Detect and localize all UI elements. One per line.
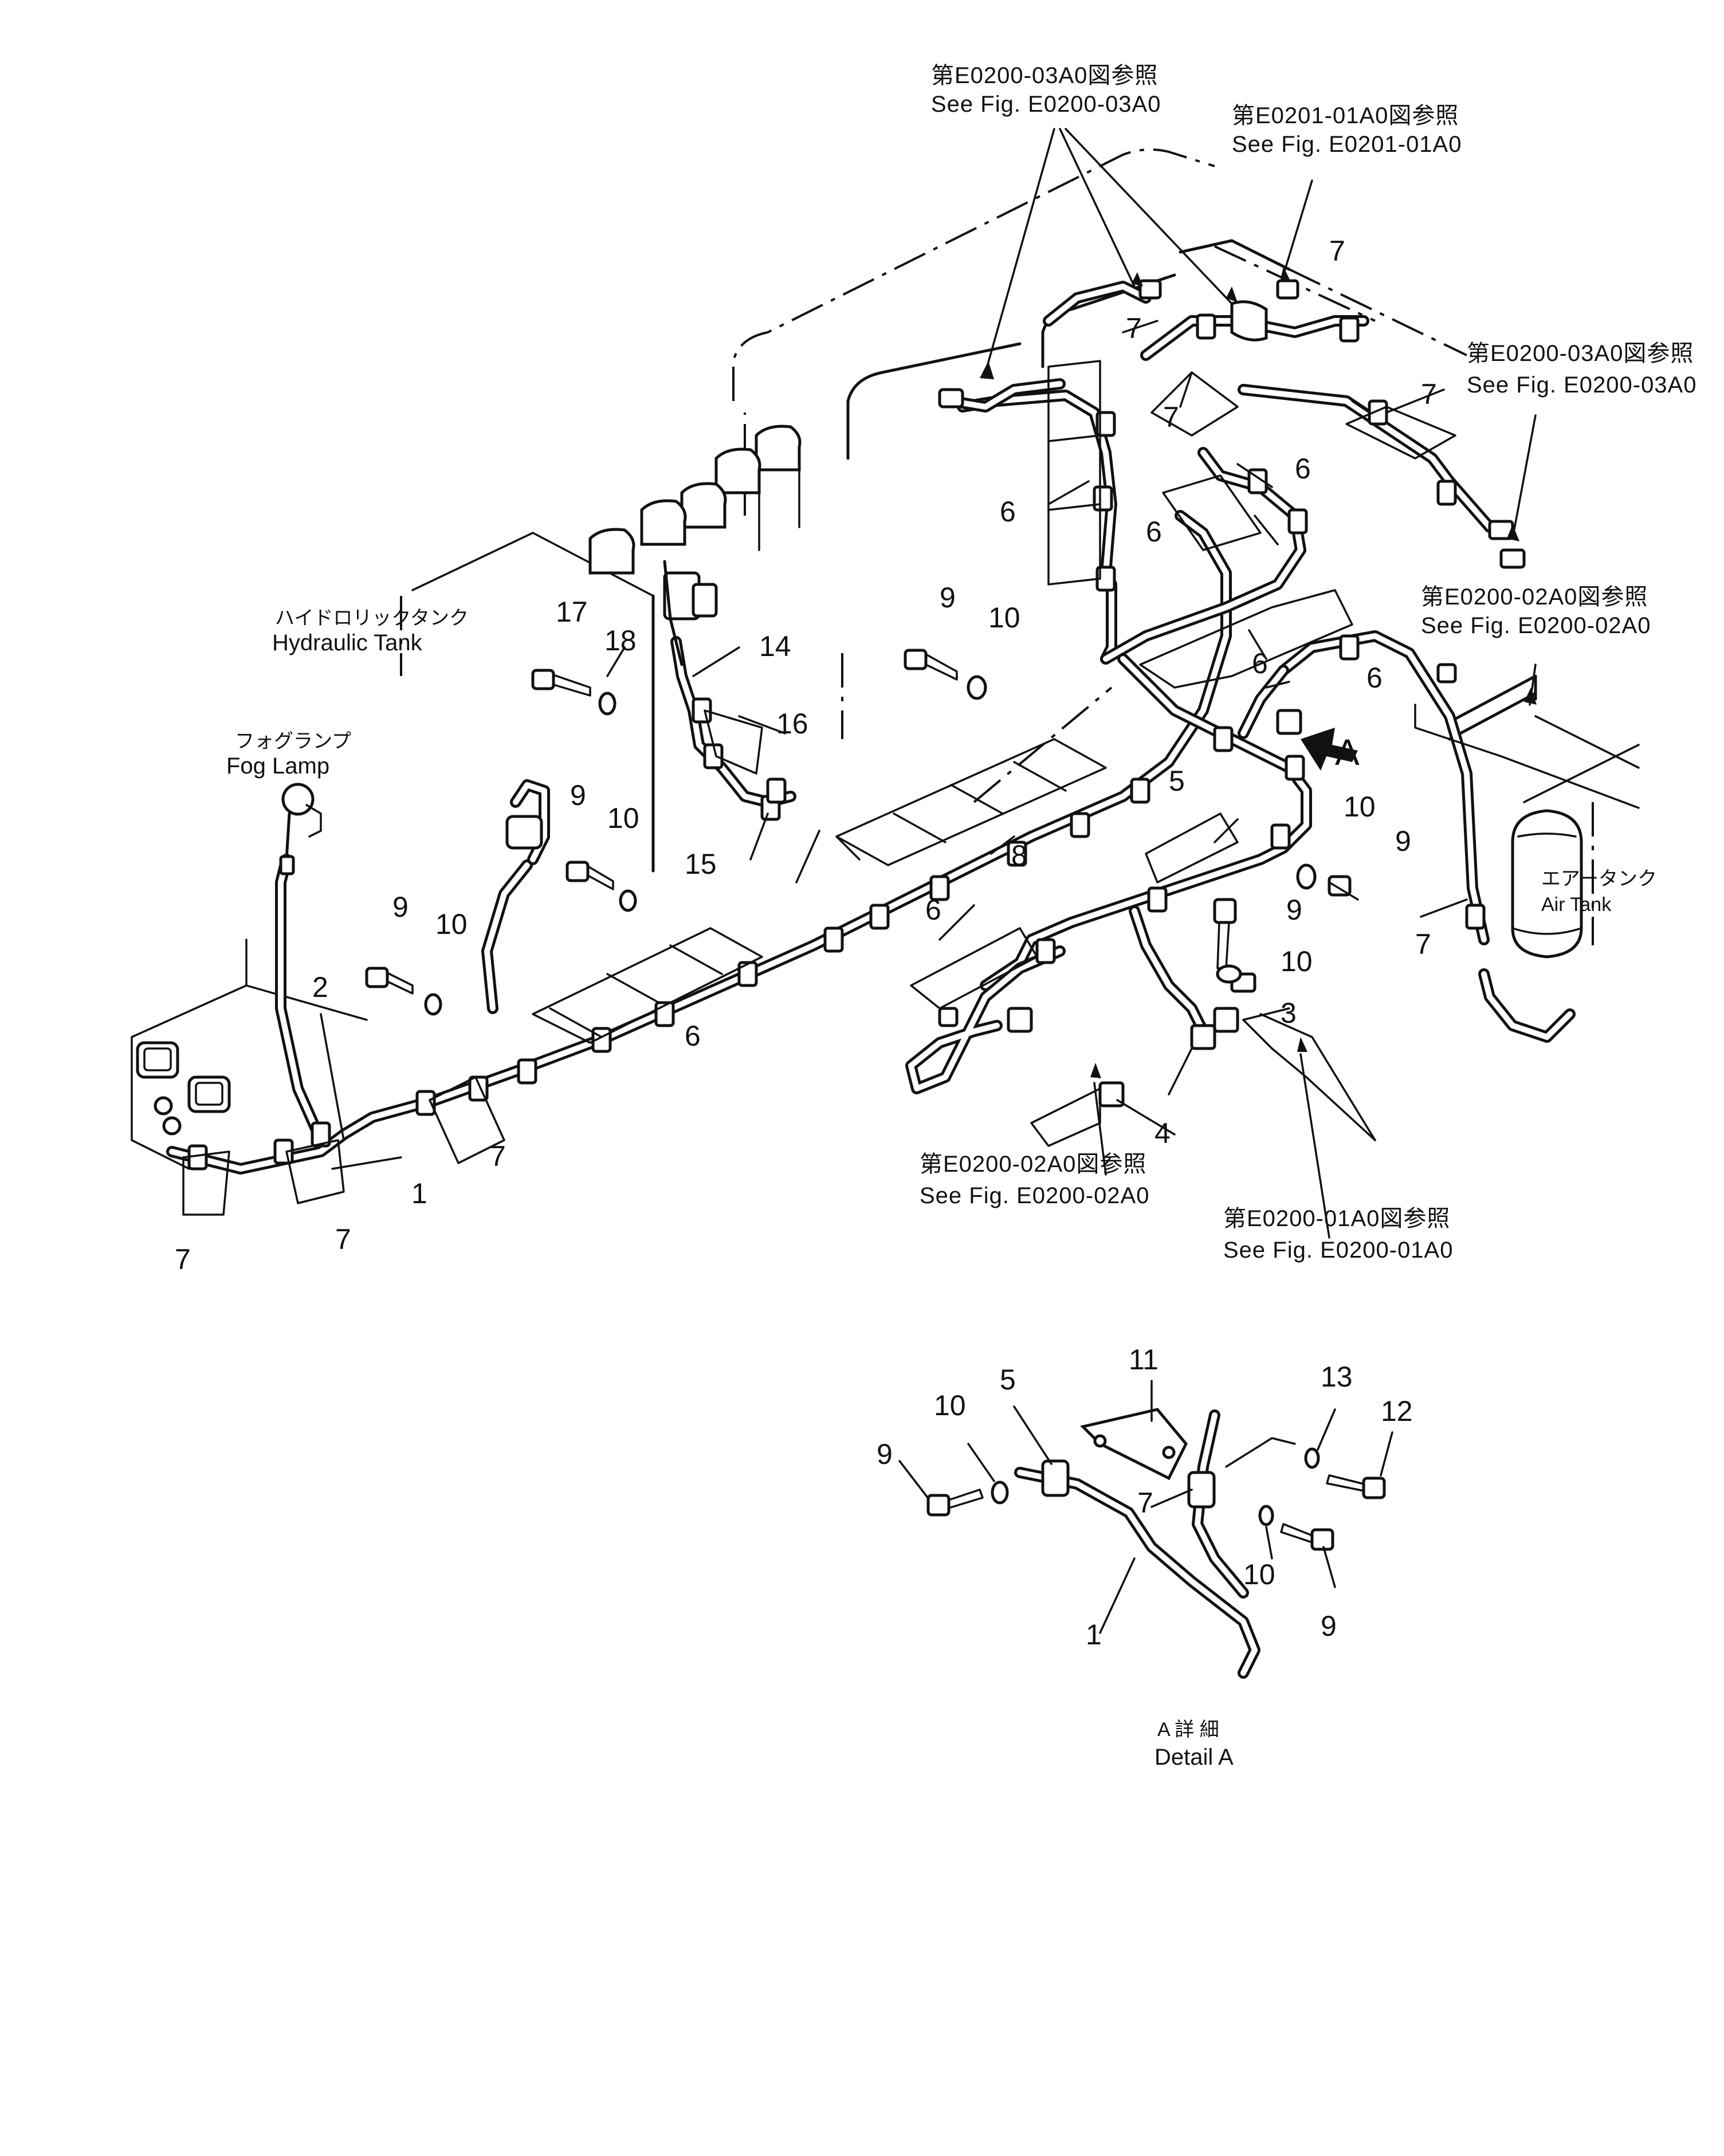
callout-16: 16 — [776, 708, 808, 740]
detail-callout-10a: 10 — [934, 1389, 966, 1421]
callout-6d: 6 — [1295, 453, 1311, 485]
reference-labels: 第E0200-03A0図参照 See Fig. E0200-03A0 第E020… — [920, 63, 1696, 1263]
callout-9c: 9 — [392, 891, 409, 923]
hydraulic-tank-label-en: Hydraulic Tank — [272, 630, 423, 655]
ref-bottom-center-jp: 第E0200-02A0図参照 — [920, 1152, 1146, 1177]
detail-callout-13: 13 — [1321, 1361, 1353, 1393]
connectors — [505, 279, 1640, 1141]
fog-lamp-label-jp: フォグランプ — [235, 731, 351, 752]
ref-right-upper-jp: 第E0200-03A0図参照 — [1467, 341, 1694, 366]
detail-a-drawing — [898, 1380, 1393, 1679]
callout-15: 15 — [685, 848, 717, 880]
callout-9a: 9 — [940, 582, 956, 614]
callout-9e: 9 — [1395, 825, 1411, 857]
ref-right-middle-jp: 第E0200-02A0図参照 — [1421, 584, 1648, 610]
label-panels — [182, 360, 1456, 1216]
callout-14: 14 — [759, 630, 791, 662]
detail-a-title-en: Detail A — [1154, 1745, 1234, 1770]
callout-6b: 6 — [685, 1020, 701, 1052]
callout-9b: 9 — [570, 779, 586, 811]
callout-6c: 6 — [1000, 496, 1016, 528]
air-tank — [1511, 809, 1583, 959]
callout-10a: 10 — [988, 602, 1020, 634]
callout-1: 1 — [411, 1177, 427, 1209]
callout-2: 2 — [312, 971, 328, 1003]
callout-6f: 6 — [1252, 647, 1268, 680]
machine-body-outline — [131, 148, 1640, 1170]
ref-top-center-en: See Fig. E0200-03A0 — [931, 92, 1161, 117]
component-labels: ハイドロリックタンク Hydraulic Tank フォグランプ Fog Lam… — [226, 607, 1657, 1770]
ref-right-upper-en: See Fig. E0200-03A0 — [1467, 372, 1696, 398]
ref-top-right-en: See Fig. E0201-01A0 — [1232, 132, 1462, 157]
callout-7c: 7 — [335, 1223, 351, 1255]
direction-arrows — [980, 266, 1537, 1078]
rear-combination-lights — [136, 1041, 231, 1136]
detail-callout-7: 7 — [1137, 1487, 1153, 1519]
ref-right-middle-en: See Fig. E0200-02A0 — [1421, 613, 1651, 638]
callout-6g: 6 — [1366, 662, 1383, 694]
callout-7a: 7 — [490, 1140, 506, 1172]
detail-callout-5: 5 — [1000, 1364, 1016, 1396]
leader-lines — [320, 128, 1537, 1239]
detail-callout-10b: 10 — [1243, 1558, 1275, 1591]
callout-7e: 7 — [1163, 401, 1179, 433]
air-filter-cluster — [588, 425, 802, 575]
air-tank-label-jp: エアータンク — [1541, 868, 1657, 890]
callout-10d: 10 — [1281, 945, 1313, 977]
callout-10e: 10 — [1344, 791, 1376, 823]
callout-7h: 7 — [1415, 928, 1431, 960]
fog-lamp-label-en: Fog Lamp — [226, 753, 329, 779]
ref-bottom-right-en: See Fig. E0200-01A0 — [1223, 1238, 1453, 1263]
callout-4: 4 — [1154, 1117, 1171, 1149]
callout-17: 17 — [556, 596, 588, 628]
detail-callout-12: 12 — [1381, 1395, 1413, 1427]
callout-18: 18 — [604, 625, 637, 657]
bolts-and-washers — [365, 649, 1359, 1016]
callout-7d: 7 — [1126, 312, 1142, 344]
callout-5: 5 — [1169, 765, 1185, 797]
callout-10b: 10 — [607, 802, 639, 834]
callout-10c: 10 — [435, 908, 468, 940]
ref-top-center-jp: 第E0200-03A0図参照 — [931, 63, 1158, 88]
fog-lamp-assembly — [279, 783, 322, 875]
air-tank-label-en: Air Tank — [1541, 894, 1612, 916]
callout-7b: 7 — [175, 1243, 191, 1275]
harness-clips — [187, 313, 1486, 1171]
detail-callout-9a: 9 — [877, 1438, 893, 1470]
detail-a-title-jp: A 詳 細 — [1157, 1719, 1219, 1741]
part-callouts: 1 2 3 4 5 6 6 6 6 6 6 6 7 7 7 7 7 7 7 7 … — [175, 235, 1437, 1651]
ref-bottom-right-jp: 第E0200-01A0図参照 — [1223, 1206, 1450, 1231]
ref-bottom-center-en: See Fig. E0200-02A0 — [920, 1183, 1149, 1208]
detail-callout-11: 11 — [1129, 1344, 1159, 1376]
ref-top-right-jp: 第E0201-01A0図参照 — [1232, 103, 1459, 128]
callout-6a: 6 — [925, 894, 941, 926]
detail-callout-9b: 9 — [1321, 1610, 1337, 1642]
hydraulic-tank-label-jp: ハイドロリックタンク — [275, 607, 469, 629]
detail-callout-1: 1 — [1086, 1619, 1102, 1651]
callout-7g: 7 — [1421, 378, 1437, 410]
callout-8: 8 — [1011, 839, 1027, 871]
callout-6e: 6 — [1146, 516, 1162, 548]
callout-9d: 9 — [1286, 894, 1302, 926]
detail-a-marker: A — [1335, 732, 1360, 773]
callout-7f: 7 — [1329, 235, 1345, 267]
callout-3: 3 — [1281, 997, 1297, 1029]
